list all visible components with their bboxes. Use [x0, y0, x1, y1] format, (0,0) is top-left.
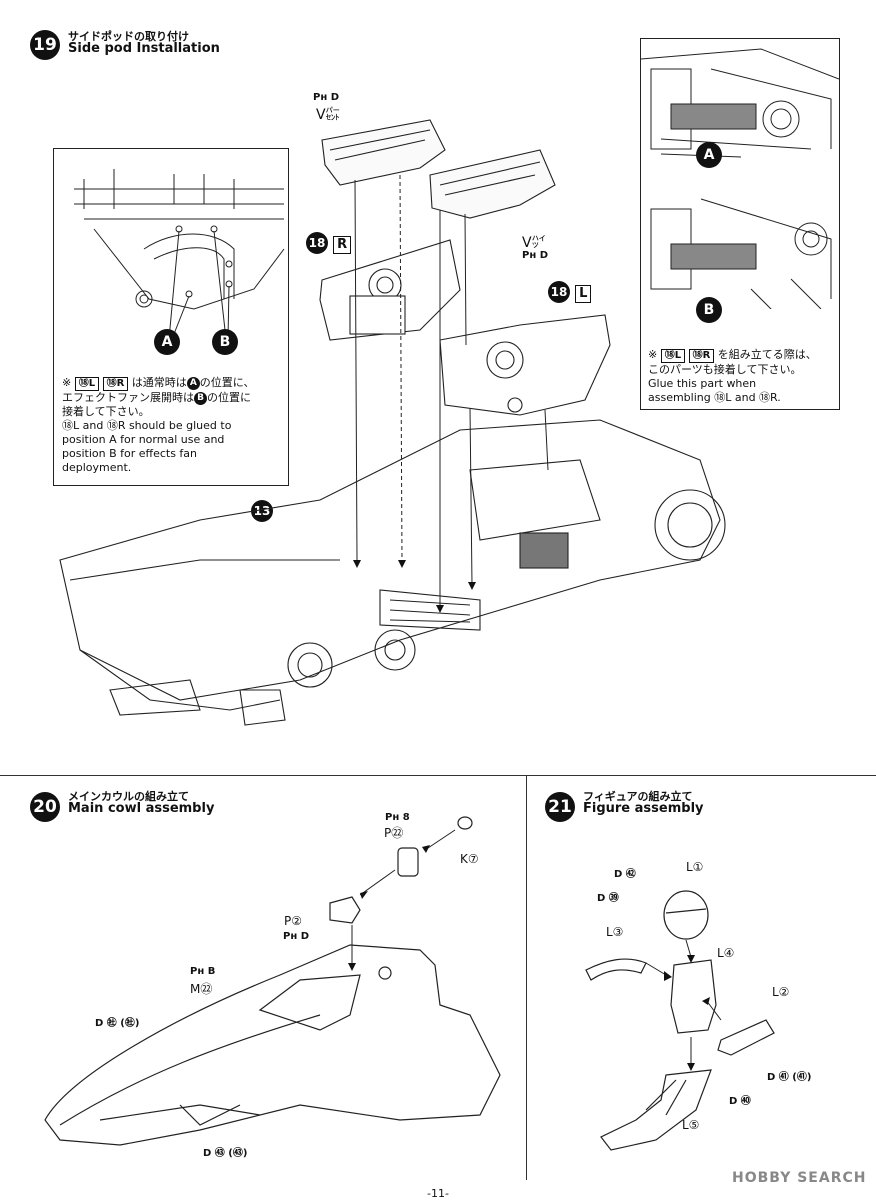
sidepod-assembly-drawing [59, 119, 726, 726]
v23-part-label: V㌫ [316, 107, 340, 123]
p25-label: P㉒ [384, 826, 404, 840]
position-a-marker: A [154, 329, 180, 355]
section-divider-vertical [526, 775, 527, 1180]
d62-label: D ㊷ [614, 869, 636, 880]
step-21-title-jp: フィギュアの組み立て [583, 790, 693, 803]
part-18r-number: 18 [306, 232, 328, 254]
page-number: -11- [427, 1187, 449, 1200]
position-ab-detail-box: A B [53, 148, 289, 486]
phb-label: Pʜ B [190, 966, 216, 977]
circle-b-icon: B [194, 391, 207, 405]
right-note-en1: Glue this part when [648, 377, 757, 390]
part-18l-letter: L [575, 284, 592, 303]
note-line2b: の位置に [207, 391, 251, 404]
phd-label: Pʜ D [283, 931, 310, 942]
part-13-callout: 13 [251, 500, 273, 522]
p2-label: P② [284, 914, 302, 928]
d60-label: D ㊵ [729, 1096, 751, 1107]
part-13-number: 13 [251, 500, 273, 522]
right-part-18l-ref: ⑱L [660, 349, 686, 363]
v23-sprue-label: Pʜ D [313, 92, 340, 103]
note-line3: 接着して下さい。 [62, 405, 150, 418]
part-18l-callout: 18 L [548, 281, 592, 303]
step-19-number: 19 [30, 30, 60, 60]
step-19-title-en: Side pod Installation [68, 41, 220, 56]
v22-sprue-label: Pʜ D [522, 250, 549, 261]
l2-label: L② [772, 985, 790, 999]
d43-label: D ㊸ (㊸) [203, 1148, 248, 1159]
right-note-line2: このパーツも接着して下さい。 [648, 363, 802, 376]
d51-label: D ㊓ (㊓) [95, 1018, 140, 1029]
right-note-en2: assembling ⑱L and ⑱R. [648, 391, 781, 404]
note-line1b: の位置に、 [199, 376, 255, 389]
variant-a-label: A [696, 142, 722, 168]
variant-b-label: B [696, 297, 722, 323]
part-18l-number: 18 [548, 281, 570, 303]
l5-label: L⑤ [682, 1118, 700, 1132]
part-18r-callout: 18 R [306, 232, 352, 254]
note-mark: ※ [62, 376, 72, 389]
note-en4: deployment. [62, 461, 132, 474]
note-en2: position A for normal use and [62, 433, 225, 446]
figure-drawing [585, 890, 775, 1151]
step-19-title-jp: サイドポッドの取り付け [68, 30, 189, 43]
note-line1: は通常時は [131, 376, 187, 389]
step-21-number: 21 [545, 792, 575, 822]
d61-label: D ㊶ (㊶) [767, 1072, 812, 1083]
fan-position-b-drawing [650, 198, 832, 309]
l3-label: L③ [606, 925, 624, 939]
step-21-title-en: Figure assembly [583, 801, 704, 816]
step-20-title-jp: メインカウルの組み立て [68, 790, 189, 803]
watermark: HOBBY SEARCH [732, 1170, 867, 1186]
ph8-label: Pʜ 8 [385, 812, 410, 823]
l1-label: L① [686, 860, 704, 874]
right-part-18r-ref: ⑱R [688, 349, 715, 363]
sidepod-mount-detail-drawing [74, 169, 285, 340]
note-en3: position B for effects fan [62, 447, 198, 460]
section-divider-horizontal [0, 775, 876, 776]
position-b-marker: B [212, 329, 238, 355]
part-18l-ref: ⑱L [74, 377, 100, 391]
step-20-title-en: Main cowl assembly [68, 801, 215, 816]
step-20-number: 20 [30, 792, 60, 822]
d59-label: D ㊴ [597, 893, 619, 904]
k7-label: K⑦ [460, 852, 479, 866]
m25-label: M㉒ [190, 982, 213, 996]
note-line2: エフェクトファン展開時は [62, 391, 194, 404]
v22-part-label: V㌪ [522, 235, 546, 251]
part-18r-ref: ⑱R [102, 377, 129, 391]
l4-label: L④ [717, 946, 735, 960]
note-en1: ⑱L and ⑱R should be glued to [62, 419, 232, 432]
glue-part-detail-box: A B [640, 38, 840, 410]
part-18r-letter: R [333, 235, 352, 254]
right-note: ※ ⑱L ⑱R を組み立てる際は、 このパーツも接着して下さい。 Glue th… [648, 348, 836, 405]
right-note-mark: ※ [648, 348, 658, 361]
right-note-line1: を組み立てる際は、 [717, 348, 817, 361]
fan-position-a-drawing [641, 48, 839, 158]
main-cowl-drawing [44, 816, 501, 1146]
circle-a-icon: A [186, 376, 200, 390]
